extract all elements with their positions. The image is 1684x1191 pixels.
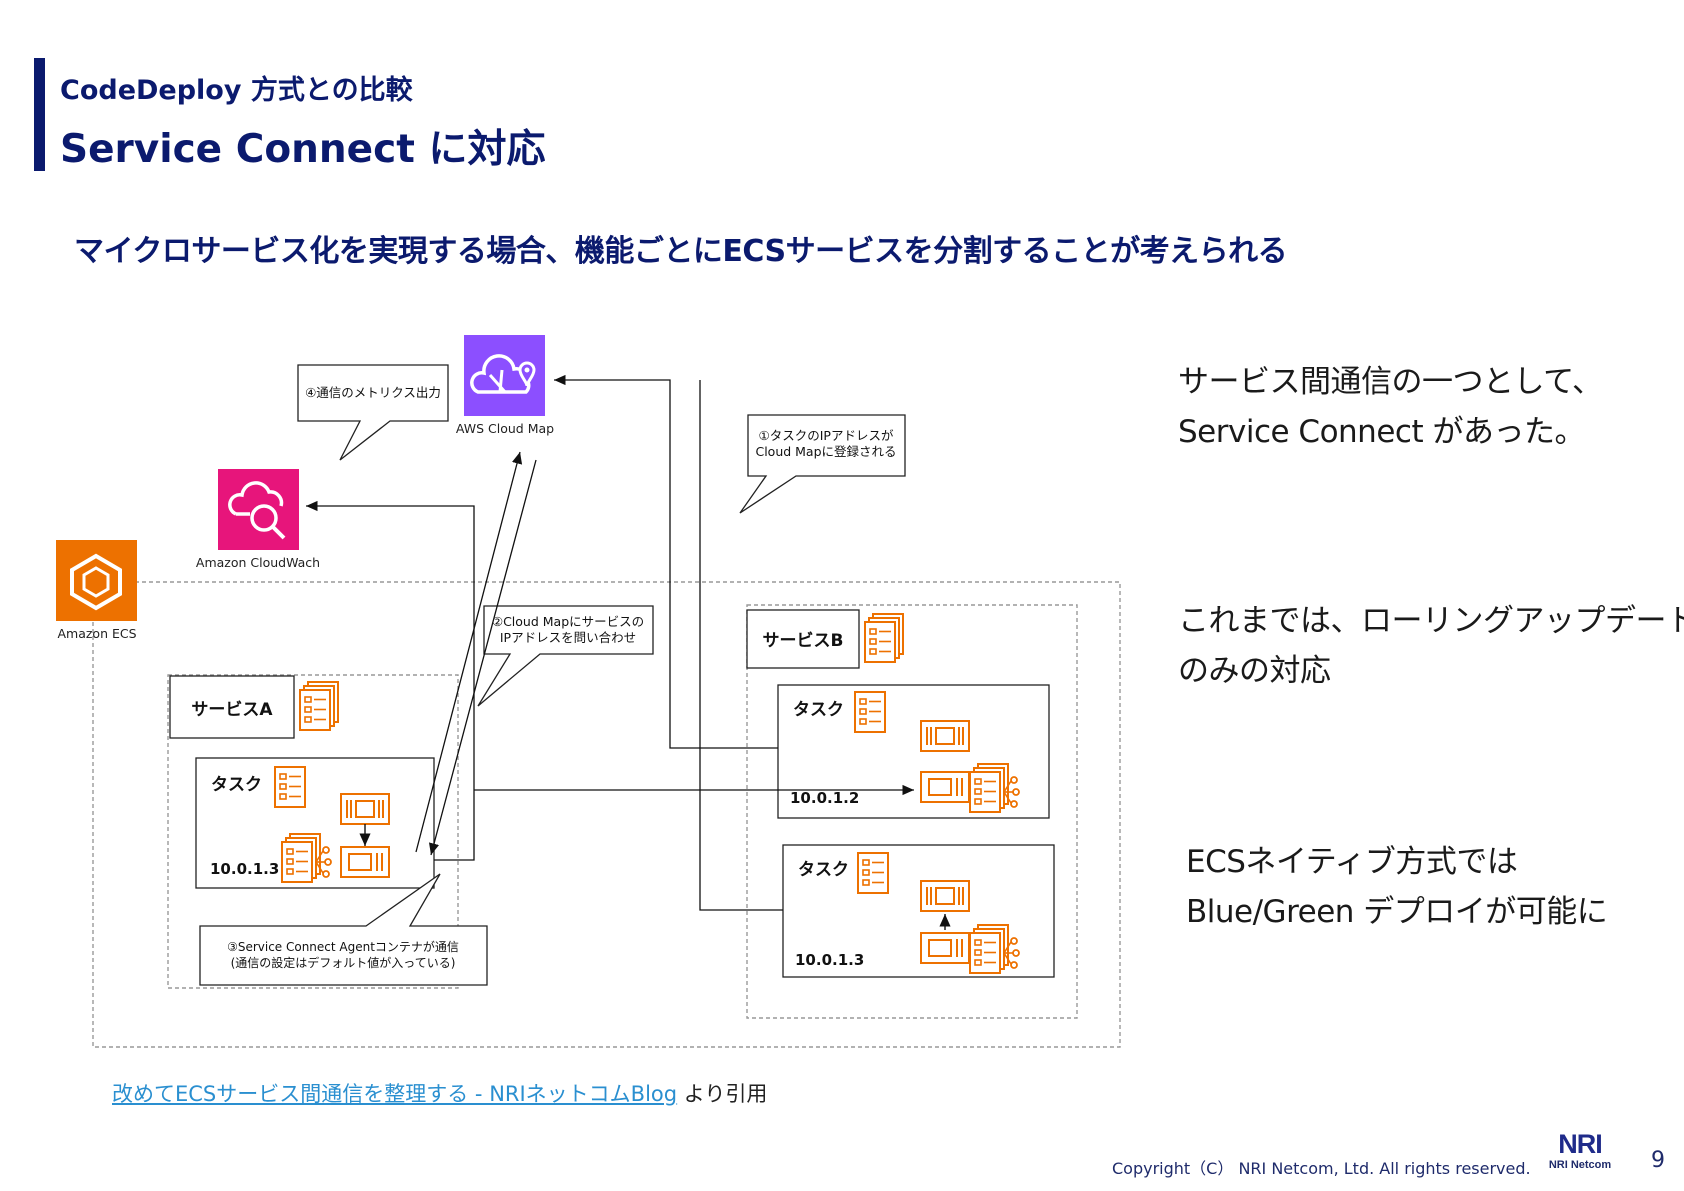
ecs-cluster-region bbox=[92, 581, 1121, 1048]
task-b1-ip: 10.0.1.2 bbox=[790, 789, 859, 807]
accent-bar bbox=[34, 58, 45, 171]
service-b-region bbox=[746, 604, 1078, 1019]
metrics-flow-line bbox=[306, 500, 475, 861]
service-a-doc-icon bbox=[300, 682, 338, 730]
source-link[interactable]: 改めてECSサービス間通信を整理する - NRIネットコムBlog bbox=[112, 1082, 678, 1106]
note1-line2: Service Connect があった。 bbox=[1178, 414, 1585, 450]
callout-query-line2: IPアドレスを問い合わせ bbox=[500, 630, 636, 645]
callout-agent-line2: (通信の設定はデフォルト値が入っている) bbox=[231, 955, 456, 970]
callout-metrics-text: ④通信のメトリクス出力 bbox=[305, 385, 441, 400]
task-a-doc-icon bbox=[274, 766, 306, 808]
task-b2-label: タスク bbox=[798, 860, 849, 880]
response-flow-line bbox=[428, 459, 537, 856]
callout-register bbox=[739, 414, 906, 514]
register-flow-line-2 bbox=[699, 380, 783, 911]
task-a-label: タスク bbox=[211, 775, 262, 795]
task-b2-doc-icon bbox=[857, 852, 889, 894]
task-b1-doc-icon bbox=[854, 691, 886, 733]
callout-agent-line1: ③Service Connect Agentコンテナが通信 bbox=[227, 939, 459, 954]
note-rolling-update: これまでは、ローリングアップデート のみの対応 bbox=[1178, 596, 1684, 696]
note-blue-green: ECSネイティブ方式では Blue/Green デプロイが可能に bbox=[1186, 837, 1608, 937]
ecs-label: Amazon ECS bbox=[57, 626, 136, 641]
service-b-box bbox=[746, 609, 860, 669]
service-a-label: サービスA bbox=[191, 700, 273, 720]
service-b-doc-icon bbox=[865, 614, 903, 662]
service-a-box bbox=[169, 675, 295, 739]
note2-line2: のみの対応 bbox=[1178, 653, 1331, 689]
task-b1-label: タスク bbox=[793, 700, 844, 720]
cloud-map-icon bbox=[464, 335, 545, 416]
task-b2-app-container-icon bbox=[920, 880, 970, 912]
note3-line2: Blue/Green デプロイが可能に bbox=[1186, 894, 1608, 930]
note3-line1: ECSネイティブ方式では bbox=[1186, 844, 1518, 880]
architecture-diagram: Amazon ECS Amazon CloudWach AWS Cloud Ma… bbox=[56, 335, 1121, 1048]
task-b2-agent-icon bbox=[920, 932, 970, 964]
cloudwatch-label: Amazon CloudWach bbox=[196, 555, 320, 570]
amazon-ecs-icon bbox=[56, 540, 137, 621]
callout-query-line1: ②Cloud Mapにサービスの bbox=[492, 614, 644, 629]
page-number: 9 bbox=[1651, 1148, 1665, 1173]
logo-mark: NRI bbox=[1558, 1129, 1603, 1159]
callout-register-line2: Cloud Mapに登録される bbox=[755, 444, 896, 459]
task-b1-agent-icon bbox=[920, 771, 970, 803]
callout-register-line1: ①タスクのIPアドレスが bbox=[759, 428, 894, 443]
source-citation: 改めてECSサービス間通信を整理する - NRIネットコムBlog より引用 bbox=[112, 1078, 767, 1108]
callout-metrics bbox=[297, 364, 449, 461]
page-title: Service Connect に対応 bbox=[60, 127, 546, 172]
logo-subtext: NRI Netcom bbox=[1548, 1159, 1612, 1171]
source-suffix: より引用 bbox=[677, 1082, 768, 1106]
section-subtitle: CodeDeploy 方式との比較 bbox=[60, 75, 413, 106]
lead-text: マイクロサービス化を実現する場合、機能ごとにECSサービスを分割することが考えら… bbox=[74, 234, 1288, 269]
note2-line1: これまでは、ローリングアップデート bbox=[1178, 603, 1684, 639]
callout-agent bbox=[199, 873, 488, 986]
register-flow-line bbox=[554, 374, 778, 749]
query-flow-line bbox=[415, 451, 523, 853]
nri-netcom-logo: NRI NRI Netcom bbox=[1540, 1130, 1620, 1178]
cloud-map-label: AWS Cloud Map bbox=[456, 421, 554, 436]
task-b2-ip: 10.0.1.3 bbox=[795, 951, 864, 969]
copyright-text: Copyright（C） NRI Netcom, Ltd. All rights… bbox=[1112, 1159, 1531, 1178]
note-service-connect: サービス間通信の一つとして、 Service Connect があった。 bbox=[1178, 357, 1603, 457]
task-a-agent-icon bbox=[340, 846, 390, 878]
task-b1-app-container-icon bbox=[920, 720, 970, 752]
note1-line1: サービス間通信の一つとして、 bbox=[1178, 364, 1603, 400]
cloudwatch-icon bbox=[218, 469, 299, 550]
service-b-label: サービスB bbox=[763, 631, 844, 651]
task-a-app-container-icon bbox=[340, 793, 390, 825]
task-a-ip: 10.0.1.3 bbox=[210, 860, 279, 878]
callout-query bbox=[477, 605, 654, 707]
